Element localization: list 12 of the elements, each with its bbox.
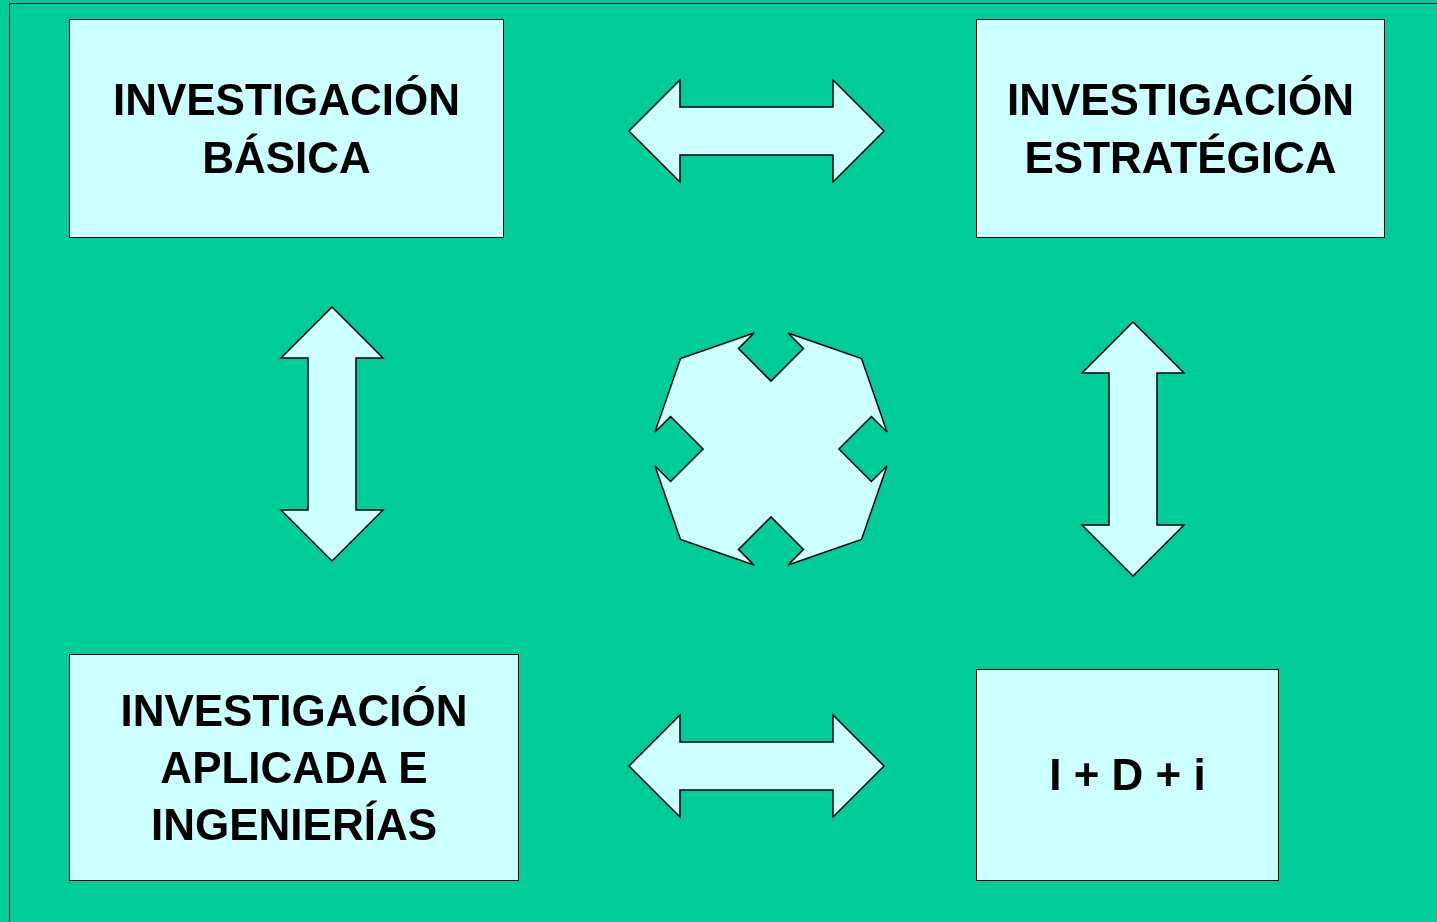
process-box [69, 654, 519, 881]
box-label: INVESTIGACIÓN BÁSICA [112, 74, 461, 184]
double-arrow [627, 713, 886, 819]
box-label: I + D + i [1049, 749, 1206, 802]
double-arrow [627, 78, 886, 184]
process-box [976, 19, 1385, 238]
box-label: INVESTIGACIÓN APLICADA E INGENIERÍAS [119, 684, 469, 852]
double-arrow [1080, 320, 1186, 578]
process-box [976, 669, 1279, 881]
double-arrow [279, 305, 385, 563]
process-box [69, 19, 504, 238]
box-label: INVESTIGACIÓN ESTRATÉGICA [1005, 74, 1356, 184]
